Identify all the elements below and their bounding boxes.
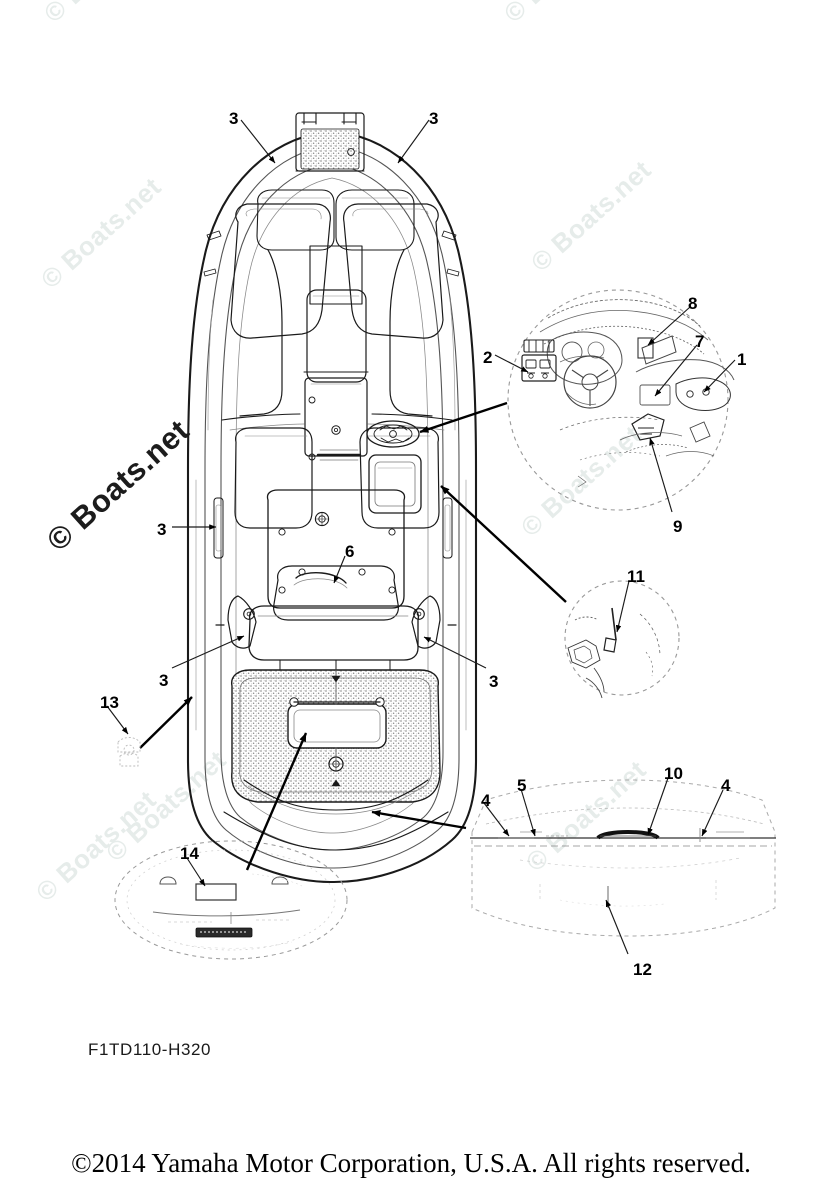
callout-number-7: 7 — [695, 332, 705, 351]
callout-number-4: 4 — [481, 791, 491, 810]
callout-number-3: 3 — [229, 109, 239, 128]
part-code-label: F1TD110-H320 — [88, 1040, 212, 1059]
stern-detail-view — [470, 779, 776, 937]
callout-number-2: 2 — [483, 348, 493, 367]
callout-number-4: 4 — [721, 776, 731, 795]
callout-number-14: 14 — [180, 844, 199, 863]
callout-number-13: 13 — [100, 693, 119, 712]
hinge-detail-circle — [564, 580, 680, 699]
callout-number-8: 8 — [688, 294, 698, 313]
callout-number-3: 3 — [159, 671, 169, 690]
floor-detail-ellipse — [114, 840, 348, 960]
callout-number-6: 6 — [345, 542, 355, 561]
part-13-sketch — [117, 737, 141, 767]
callout-number-12: 12 — [633, 960, 652, 979]
copyright-notice: ©2014 Yamaha Motor Corporation, U.S.A. A… — [71, 1148, 751, 1178]
detail-connector-arrows — [139, 401, 567, 871]
callout-number-9: 9 — [673, 517, 683, 536]
callout-number-3: 3 — [429, 109, 439, 128]
callout-leader-lines — [106, 119, 736, 955]
dashboard-detail-circle — [507, 289, 735, 511]
callout-number-5: 5 — [517, 776, 527, 795]
callout-number-10: 10 — [664, 764, 683, 783]
callout-number-11: 11 — [627, 567, 645, 586]
callout-number-3: 3 — [489, 672, 499, 691]
callout-number-3: 3 — [157, 520, 167, 539]
callout-number-1: 1 — [737, 350, 747, 369]
main-hull-top-view — [186, 112, 478, 884]
